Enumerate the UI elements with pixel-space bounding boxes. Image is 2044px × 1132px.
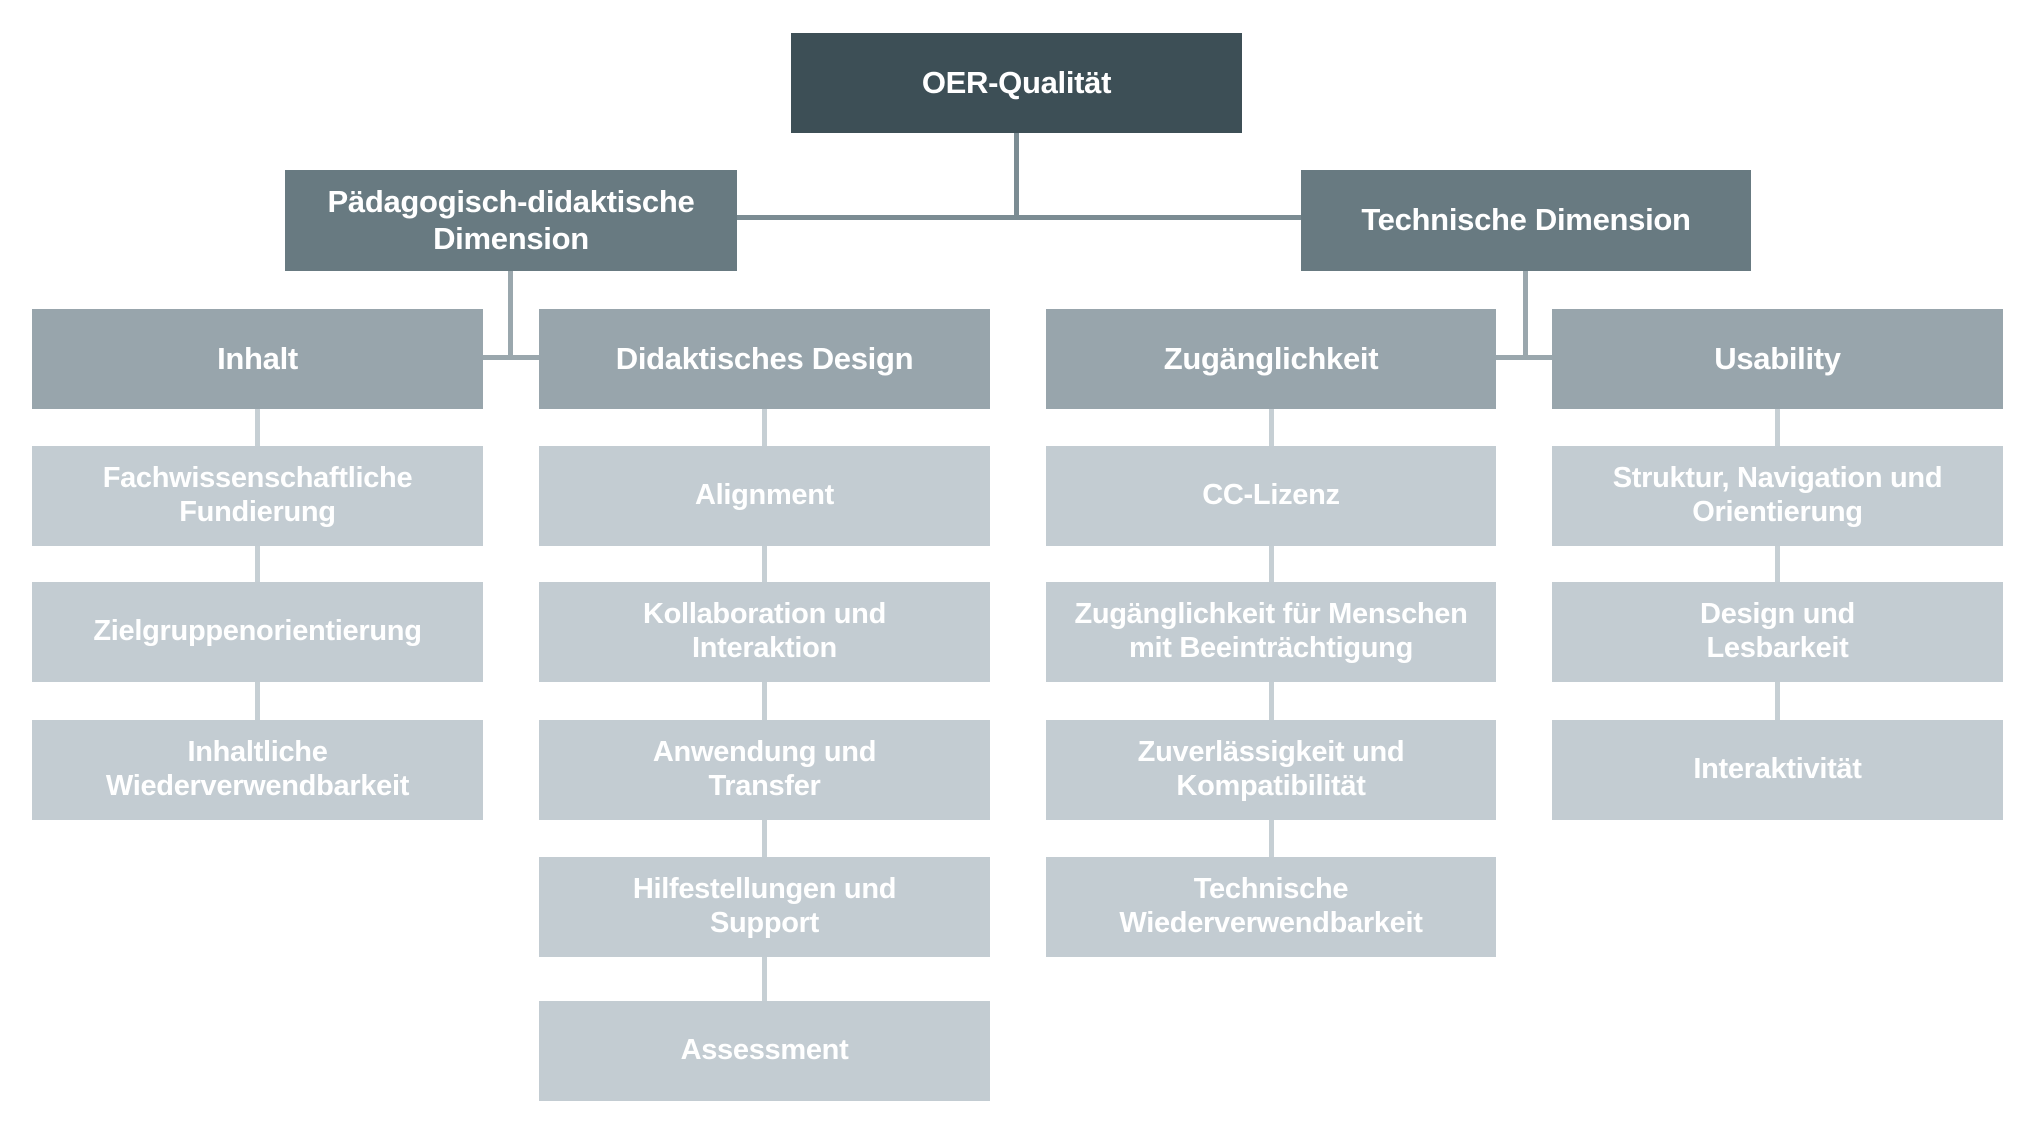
node-kollaboration-und-interaktion-label: Kollaboration und Interaktion (643, 598, 886, 664)
node-struktur-navigation-orientierung-label: Struktur, Navigation und Orientierung (1612, 462, 1943, 528)
node-assessment: Assessment (539, 1001, 990, 1101)
node-cc-lizenz-label: CC-Lizenz (1202, 479, 1340, 512)
node-kollaboration-und-interaktion: Kollaboration und Interaktion (539, 582, 990, 682)
node-inhaltliche-wiederverwendbarkeit-label: Inhaltliche Wiederverwendbarkeit (105, 736, 410, 802)
connector-technische-horizontal (1496, 355, 1552, 360)
connector-paedagogisch-vertical (508, 271, 513, 360)
node-usability-label: Usability (1714, 340, 1841, 376)
node-technische-wiederverwendbarkeit: Technische Wiederverwendbarkeit (1046, 857, 1496, 957)
node-fachwissenschaftliche-fundierung: Fachwissenschaftliche Fundierung (32, 446, 483, 546)
node-cc-lizenz: CC-Lizenz (1046, 446, 1496, 546)
node-technische-dimension: Technische Dimension (1301, 170, 1751, 271)
node-usability: Usability (1552, 309, 2003, 409)
node-anwendung-und-transfer: Anwendung und Transfer (539, 720, 990, 820)
node-design-und-lesbarkeit-label: Design und Lesbarkeit (1700, 598, 1855, 664)
node-interaktivitaet-label: Interaktivität (1693, 753, 1862, 786)
node-anwendung-und-transfer-label: Anwendung und Transfer (652, 736, 877, 802)
node-didaktisches-design: Didaktisches Design (539, 309, 990, 409)
connector-paedagogisch-horizontal (483, 355, 539, 360)
node-paedagogisch-didaktische-dimension: Pädagogisch-didaktische Dimension (285, 170, 737, 271)
node-didaktisches-design-label: Didaktisches Design (615, 340, 914, 376)
node-zugaenglichkeit: Zugänglichkeit (1046, 309, 1496, 409)
node-paedagogisch-didaktische-dimension-label: Pädagogisch-didaktische Dimension (327, 184, 695, 256)
connector-root-horizontal (737, 215, 1301, 220)
node-design-und-lesbarkeit: Design und Lesbarkeit (1552, 582, 2003, 682)
node-zielgruppenorientierung: Zielgruppenorientierung (32, 582, 483, 682)
node-fachwissenschaftliche-fundierung-label: Fachwissenschaftliche Fundierung (102, 462, 413, 528)
connector-column-didaktisches-design (762, 409, 767, 1021)
node-inhalt: Inhalt (32, 309, 483, 409)
node-zugaenglichkeit-fuer-menschen-label: Zugänglichkeit für Menschen mit Beeinträ… (1074, 598, 1468, 664)
node-hilfestellungen-und-support-label: Hilfestellungen und Support (632, 873, 897, 939)
connector-technische-vertical (1523, 271, 1528, 360)
node-alignment-label: Alignment (694, 479, 835, 512)
node-zugaenglichkeit-label: Zugänglichkeit (1163, 340, 1379, 376)
node-interaktivitaet: Interaktivität (1552, 720, 2003, 820)
node-zuverlaessigkeit-und-kompatibilitaet: Zuverlässigkeit und Kompatibilität (1046, 720, 1496, 820)
node-hilfestellungen-und-support: Hilfestellungen und Support (539, 857, 990, 957)
connector-column-inhalt (255, 409, 260, 740)
connector-root-vertical (1014, 133, 1019, 220)
node-oer-qualitaet-label: OER-Qualität (921, 64, 1112, 100)
node-struktur-navigation-orientierung: Struktur, Navigation und Orientierung (1552, 446, 2003, 546)
node-zugaenglichkeit-fuer-menschen: Zugänglichkeit für Menschen mit Beeinträ… (1046, 582, 1496, 682)
node-zielgruppenorientierung-label: Zielgruppenorientierung (93, 615, 422, 648)
node-oer-qualitaet: OER-Qualität (791, 33, 1242, 133)
node-assessment-label: Assessment (680, 1034, 849, 1067)
node-inhalt-label: Inhalt (217, 340, 298, 376)
node-alignment: Alignment (539, 446, 990, 546)
node-technische-dimension-label: Technische Dimension (1361, 202, 1691, 238)
connector-column-usability (1775, 409, 1780, 740)
node-zuverlaessigkeit-und-kompatibilitaet-label: Zuverlässigkeit und Kompatibilität (1137, 736, 1405, 802)
node-technische-wiederverwendbarkeit-label: Technische Wiederverwendbarkeit (1119, 873, 1423, 939)
node-inhaltliche-wiederverwendbarkeit: Inhaltliche Wiederverwendbarkeit (32, 720, 483, 820)
